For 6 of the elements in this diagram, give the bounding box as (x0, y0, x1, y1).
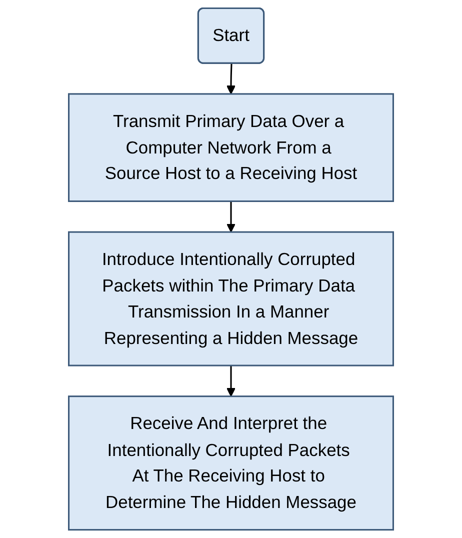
arrow (226, 64, 236, 94)
node-box: Introduce Intentionally Corrupted Packets within The Primary Data Transmission In a Manner Representing a Hidden Message (68, 231, 394, 366)
arrow (226, 366, 236, 397)
node-box: Transmit Primary Data Over a Computer Network From a Source Host to a Receiving Host (68, 93, 394, 202)
arrow (226, 201, 236, 232)
node-box: Receive And Interpret the Intentionally Corrupted Packets At The Receiving Host to Determine The Hidden Message (68, 396, 394, 531)
